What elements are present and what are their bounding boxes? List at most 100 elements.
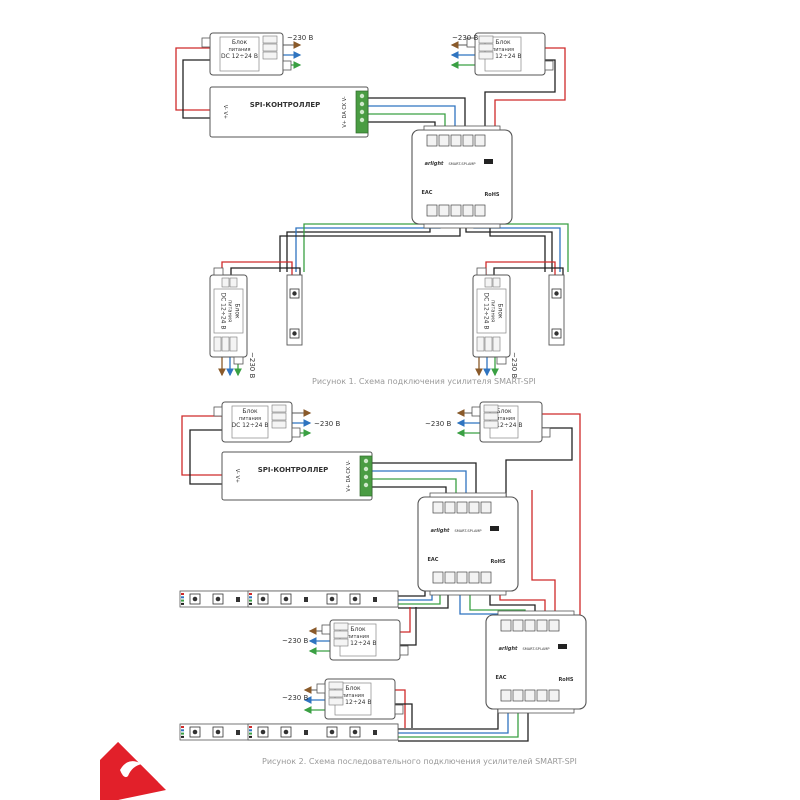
amp-input-terminal xyxy=(536,619,548,632)
psu-mount-tab xyxy=(399,645,409,656)
psu-terminal xyxy=(333,638,349,647)
power-wire xyxy=(230,267,301,275)
output-wire xyxy=(398,700,529,742)
psu-label: питания xyxy=(239,416,261,422)
amp-rohs: RoHS xyxy=(484,192,499,198)
terminal-screw xyxy=(359,109,365,115)
psu-terminal xyxy=(213,336,222,352)
psu-terminal xyxy=(484,336,493,352)
psu-label: DC 12÷24 В xyxy=(334,699,371,706)
terminal-screw xyxy=(363,466,369,472)
psu-label: DC 12÷24 В xyxy=(485,422,522,429)
psu-label: DC 12÷24 В xyxy=(221,53,258,60)
strip-resistor xyxy=(373,597,377,602)
psu-label: питания xyxy=(342,693,364,699)
figure-2-caption: Рисунок 2. Схема последовательного подкл… xyxy=(262,757,577,766)
psu-mount-tab xyxy=(394,704,404,715)
psu-terminal xyxy=(229,336,238,352)
psu-terminal xyxy=(478,43,494,52)
power-wire xyxy=(400,607,417,646)
fig2-mains-label-middle: ~230 В xyxy=(282,637,308,645)
amp-tab xyxy=(497,610,575,616)
amp-input-terminal xyxy=(474,134,486,147)
amp-tab xyxy=(423,125,501,131)
fig1-strip-right xyxy=(548,274,565,346)
psu-label: питания xyxy=(227,300,233,322)
terminal-screw xyxy=(363,474,369,480)
amp-input-terminal xyxy=(450,134,462,147)
strip-pad xyxy=(249,599,252,602)
strip-pad xyxy=(181,599,184,602)
fig2-strip-bottom-right xyxy=(247,723,399,741)
strip-pad xyxy=(249,729,252,732)
amp-input-terminal xyxy=(432,501,444,514)
fig1-strip-left xyxy=(286,274,303,346)
signal-wire xyxy=(372,470,467,497)
strip-pad xyxy=(181,726,184,728)
power-wire xyxy=(493,267,564,275)
psu-terminal xyxy=(492,336,501,352)
psu-label: DC 12÷24 В xyxy=(220,292,227,329)
psu-label: питания xyxy=(493,416,515,422)
psu-mount-tab xyxy=(321,624,331,635)
psu-terminal xyxy=(478,35,494,44)
amp-input-terminal xyxy=(480,501,492,514)
psu-terminal xyxy=(478,51,494,60)
psu-mount-tab xyxy=(541,427,551,438)
fig1-mains-label-left: ~230 В xyxy=(287,34,313,42)
strip-led-core xyxy=(192,596,198,602)
psu-label-panel xyxy=(219,36,260,72)
strip-resistor xyxy=(373,730,377,735)
fig2-strip-top-right xyxy=(247,590,399,608)
terminal-screw xyxy=(359,117,365,123)
psu-terminal xyxy=(262,35,278,44)
psu-terminal xyxy=(271,420,287,429)
signal-wire xyxy=(368,105,456,132)
psu-terminal xyxy=(483,420,499,429)
power-wire xyxy=(400,607,411,633)
psu-terminal xyxy=(483,412,499,421)
amp-model: SMART-SPI-AMP xyxy=(449,162,476,166)
amp-tab xyxy=(497,708,575,714)
controller-output-label: V+ DA CK V- xyxy=(342,96,348,127)
psu-mount-tab xyxy=(201,37,211,48)
psu-terminal xyxy=(484,277,493,288)
strip-led-core xyxy=(192,729,198,735)
amp-input-terminal xyxy=(512,619,524,632)
signal-wire xyxy=(372,462,477,497)
strip-led-core xyxy=(260,596,266,602)
psu-terminal xyxy=(328,697,344,706)
psu-label: питания xyxy=(492,47,514,53)
signal-wire xyxy=(372,478,457,497)
fig1-controller: SPI-КОНТРОЛЛЕР V- V+ V+ DA CK V- xyxy=(209,86,369,138)
amp-output-terminal xyxy=(426,204,438,217)
controller-input-label: V- V+ xyxy=(222,105,228,119)
amp-tab xyxy=(429,590,507,596)
psu-mount-tab xyxy=(316,683,326,694)
power-wire xyxy=(542,413,581,636)
psu-terminal xyxy=(333,622,349,631)
signal-wire xyxy=(368,97,466,132)
power-wire xyxy=(494,47,566,132)
psu-label: Блок xyxy=(234,303,241,319)
amp-output-terminal xyxy=(474,204,486,217)
controller-input-label: V- V+ xyxy=(234,469,240,483)
power-wire xyxy=(182,59,214,119)
terminal-screw xyxy=(363,458,369,464)
psu-mount-tab xyxy=(282,60,292,71)
psu-mount-tab xyxy=(466,37,476,48)
controller-label: SPI-КОНТРОЛЛЕР xyxy=(250,101,321,109)
psu-terminal xyxy=(221,277,230,288)
strip-led-core xyxy=(215,596,221,602)
psu-label: питания xyxy=(490,300,496,322)
strip-led-core xyxy=(292,331,297,336)
amp-output-terminal xyxy=(500,689,512,702)
fig2-mains-label-bottom: ~230 В xyxy=(282,694,308,702)
